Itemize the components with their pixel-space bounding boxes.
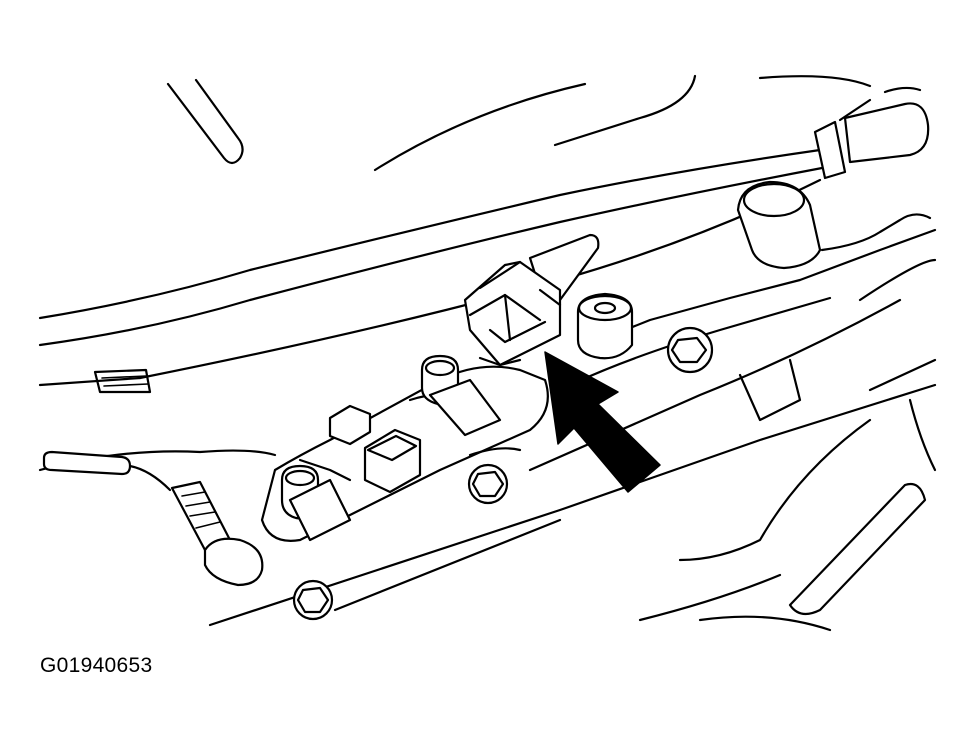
lower-right-contours [698,398,937,632]
upper-right-connector [813,86,930,180]
top-housing-contour [373,74,872,172]
figure-code: G01940653 [40,654,153,677]
target-connector [463,233,600,367]
bolt-right [666,326,714,374]
upper-left-pin [166,78,244,165]
left-sensor-wire [42,450,264,587]
right-stud [736,180,932,270]
round-boss [576,292,634,360]
bolt-center-lower [467,463,509,505]
bolt-center-mid [363,428,422,494]
nut-small-left [328,404,372,446]
sensor-stub-left [280,464,352,542]
sensor-stub-center [420,354,502,437]
arrow-icon [544,351,661,493]
bolt-left-lower [292,579,334,621]
